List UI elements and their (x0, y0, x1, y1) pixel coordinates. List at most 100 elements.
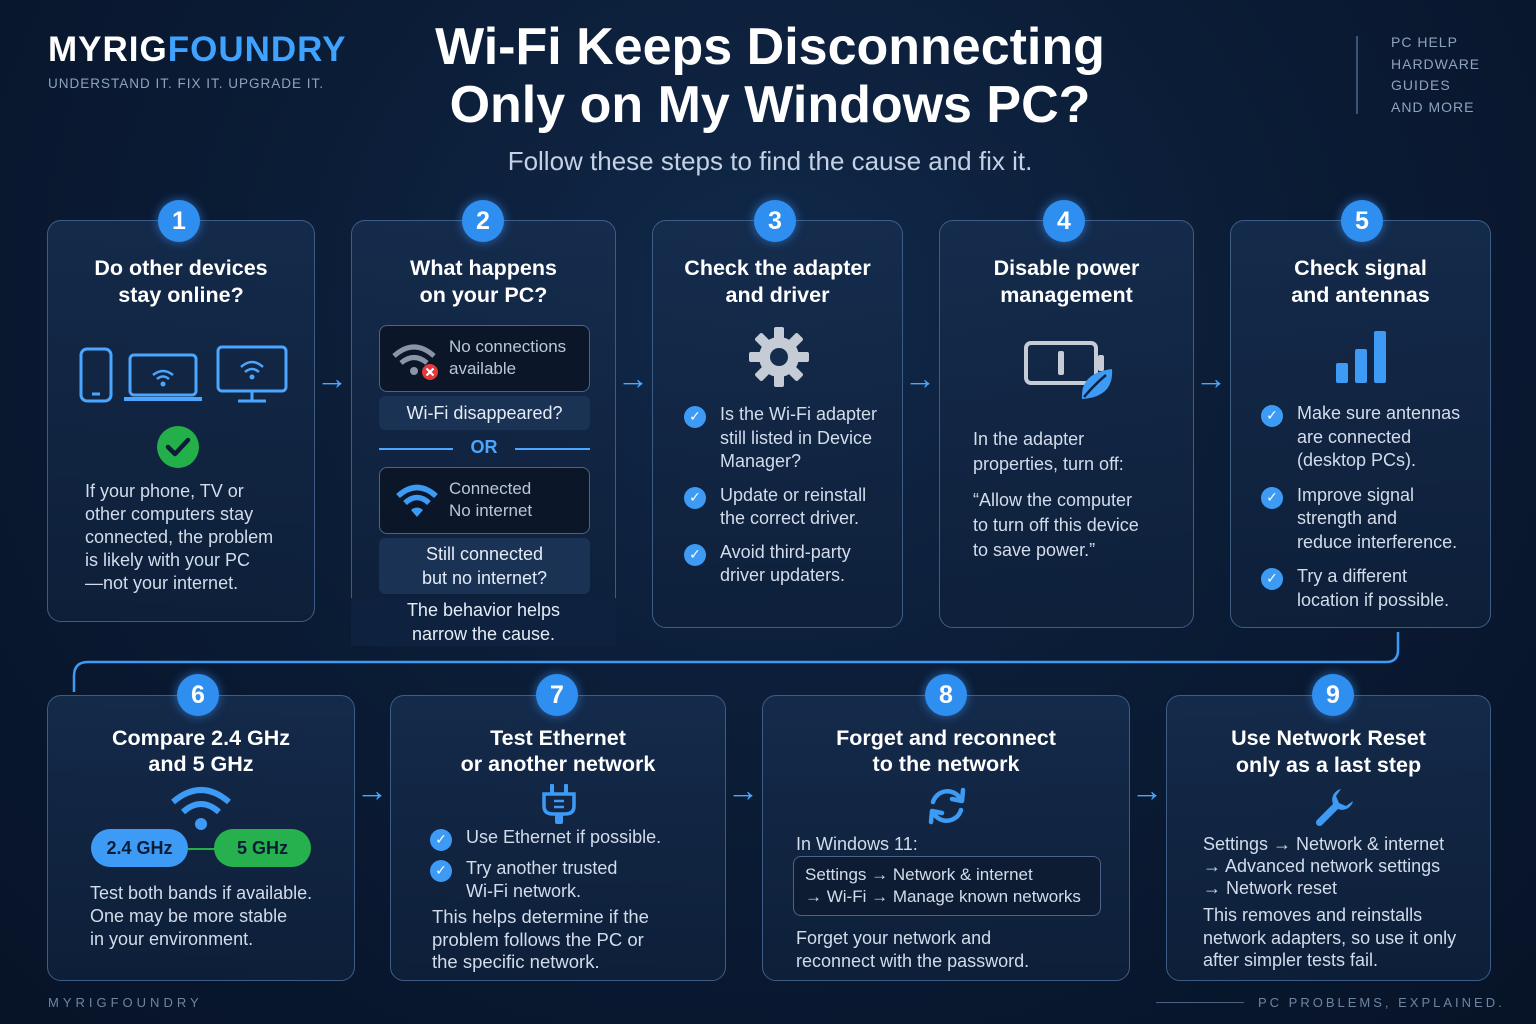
side-link-guides[interactable]: GUIDES (1391, 77, 1451, 93)
body-line: to turn off this device (973, 515, 1139, 535)
body-line: properties, turn off: (973, 454, 1124, 474)
arrow-right-icon: → (904, 360, 936, 396)
body-line: If your phone, TV or (85, 481, 244, 501)
check-icon: ✓ (684, 543, 706, 566)
step2-footer-note: The behavior helps narrow the cause. (351, 598, 616, 646)
setting-quote: “Allow the computer to turn off this dev… (973, 488, 1139, 563)
step-number-4: 4 (1043, 200, 1085, 242)
arrow-right-icon: → (356, 772, 388, 808)
caption-line: Still connected (425, 544, 544, 564)
step-card-9: Use Network Reset only as a last step Se… (1166, 695, 1491, 981)
item-line: the correct driver. (720, 508, 860, 528)
body-line: Forget your network and (796, 928, 992, 948)
step-title-line: management (1000, 283, 1133, 307)
step-title-line: on your PC? (419, 283, 548, 307)
step-number-5: 5 (1341, 200, 1383, 242)
arrow-right-icon: → (1195, 360, 1227, 396)
or-label: OR (470, 437, 498, 457)
state-line: No internet (449, 501, 533, 520)
item-line: Try another trusted (466, 857, 618, 878)
step-body: In the adapter properties, turn off: (973, 427, 1124, 477)
step-card-2: What happens on your PC? No connections … (351, 220, 616, 628)
note-line: narrow the cause. (411, 624, 556, 644)
footer-brand: MYRIGFOUNDRY (48, 995, 203, 1010)
brand-part2: FOUNDRY (167, 30, 347, 69)
step-body: Forget your network and reconnect with t… (796, 927, 1029, 972)
body-line: to save power.” (973, 540, 1096, 560)
title-line1: Wi-Fi Keeps Disconnecting (435, 18, 1105, 76)
gear-icon (749, 327, 809, 387)
item-line: Improve signal (1297, 484, 1415, 505)
wrench-icon (1315, 789, 1353, 827)
state-line: available (449, 359, 517, 378)
page-title: Wi-Fi Keeps Disconnecting Only on My Win… (330, 18, 1210, 134)
step-number-6: 6 (177, 674, 219, 716)
step-title-line: Use Network Reset (1231, 726, 1426, 750)
path-line: → Advanced network settings (1203, 856, 1441, 876)
step-number-1: 1 (158, 200, 200, 242)
page-subtitle: Follow these steps to find the cause and… (507, 146, 1033, 176)
body-line: in your environment. (90, 929, 254, 949)
wifi-error-icon (392, 344, 438, 380)
step-title: Forget and reconnect to the network (763, 725, 1129, 777)
body-line: after simpler tests fail. (1203, 950, 1379, 970)
item-line: reduce interference. (1297, 531, 1458, 552)
item-line: driver updaters. (720, 565, 846, 585)
item-line: Use Ethernet if possible. (466, 827, 662, 847)
side-link-hardware[interactable]: HARDWARE (1391, 55, 1481, 72)
item-line: Is the Wi-Fi adapter (720, 404, 878, 424)
step-card-5: Check signal and antennas ✓ Make sure an… (1230, 220, 1491, 628)
step-number-8: 8 (925, 674, 967, 716)
step-title-line: Check the adapter (684, 256, 871, 280)
title-line2: Only on My Windows PC? (449, 76, 1091, 134)
side-divider (1356, 36, 1358, 114)
band-connector (188, 848, 216, 850)
checklist: ✓ Is the Wi-Fi adapter still listed in D… (684, 403, 877, 588)
path-line: Settings → Network & internet (805, 865, 1033, 884)
item-line: Manager? (720, 451, 802, 471)
side-link-more[interactable]: AND MORE (1391, 98, 1475, 115)
body-line: network adapters, so use it only (1203, 927, 1457, 948)
arrow-right-icon: → (316, 360, 348, 396)
battery-leaf-icon (1024, 341, 1113, 399)
step-title-line: only as a last step (1235, 753, 1422, 777)
step-title-line: Do other devices (94, 256, 268, 280)
ethernet-plug-icon (542, 784, 576, 824)
body-line: other computers stay (85, 504, 254, 524)
item-line: Wi-Fi network. (466, 881, 582, 901)
brand-part1: MYRIG (48, 30, 168, 69)
step-title-line: What happens (410, 256, 557, 280)
step-title: Disable power management (940, 255, 1193, 309)
footer-tagline: PC PROBLEMS, EXPLAINED. (1258, 995, 1505, 1010)
refresh-icon (928, 787, 966, 825)
item-line: Avoid third-party (720, 541, 851, 562)
step-body: If your phone, TV or other computers sta… (85, 480, 273, 595)
item-line: Try a different (1297, 566, 1408, 586)
state-text: Connected No internet (449, 478, 532, 522)
body-line: Test both bands if available. (90, 883, 313, 903)
signal-bars-icon (1336, 331, 1386, 383)
note-line: The behavior helps (406, 600, 561, 620)
step-title-line: stay online? (118, 283, 244, 307)
step-title: Do other devices stay online? (48, 255, 314, 309)
check-icon: ✓ (1261, 568, 1283, 590)
check-icon: ✓ (430, 859, 452, 882)
item-line: Make sure antennas (1297, 403, 1461, 423)
path-line: → Wi-Fi → Manage known networks (805, 887, 1081, 906)
arrow-right-icon: → (727, 772, 759, 808)
checklist-item: ✓ Is the Wi-Fi adapter still listed in D… (684, 403, 877, 474)
path-line: Settings → Network & internet (1203, 834, 1445, 854)
side-link-pc-help[interactable]: PC HELP (1391, 34, 1458, 50)
brand-tagline: UNDERSTAND IT. FIX IT. UPGRADE IT. (48, 76, 325, 91)
path-line: → Network reset (1203, 878, 1338, 898)
body-line: In the adapter (973, 429, 1085, 449)
item-line: location if possible. (1297, 589, 1450, 610)
step-title: Check signal and antennas (1231, 255, 1490, 309)
band-24ghz-pill: 2.4 GHz (91, 829, 188, 867)
step-intro: In Windows 11: (796, 834, 918, 854)
item-line: still listed in Device (720, 427, 873, 448)
arrow-right-icon: → (617, 360, 649, 396)
step-number-3: 3 (754, 200, 796, 242)
checklist-item: ✓ Improve signal strength and reduce int… (1261, 484, 1460, 555)
check-circle-icon (157, 426, 199, 468)
